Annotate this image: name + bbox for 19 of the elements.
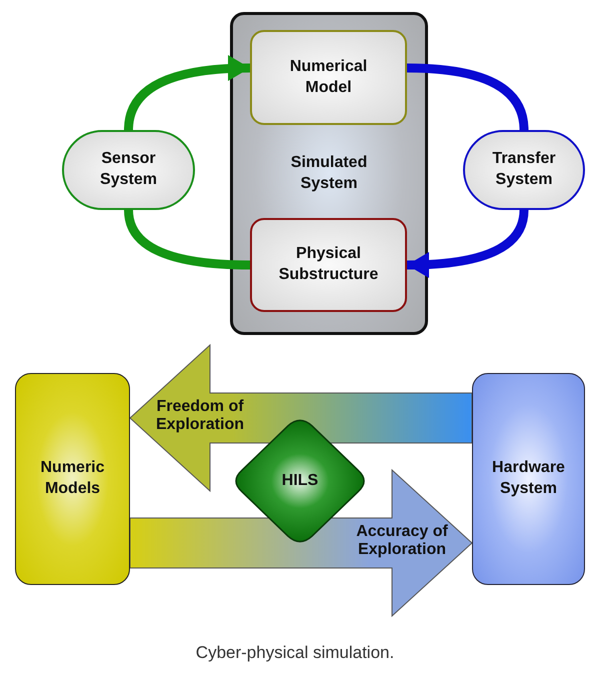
- process-block: [15, 373, 130, 585]
- edge-label: Freedom of Exploration: [154, 398, 245, 434]
- node-label: Sensor System: [99, 149, 158, 190]
- caption: Cyber-physical simulation.: [194, 643, 396, 663]
- block-arrow: [129, 344, 472, 492]
- node-label: Hardware System: [491, 458, 566, 499]
- node-label: Numeric Models: [39, 458, 106, 499]
- node-label: HILS: [282, 470, 318, 491]
- block-arrow: [130, 468, 473, 618]
- process-box: [250, 30, 407, 125]
- node-label: Simulated System: [290, 152, 368, 194]
- process-block: [472, 373, 585, 585]
- system-panel: [230, 12, 428, 335]
- process-box: [250, 218, 407, 312]
- edge-label: Accuracy of Exploration: [355, 523, 449, 558]
- arrow: [124, 56, 250, 130]
- node-label: Transfer System: [491, 149, 557, 190]
- node-label: Physical Substructure: [278, 244, 380, 285]
- node-label: Numerical Model: [288, 56, 368, 98]
